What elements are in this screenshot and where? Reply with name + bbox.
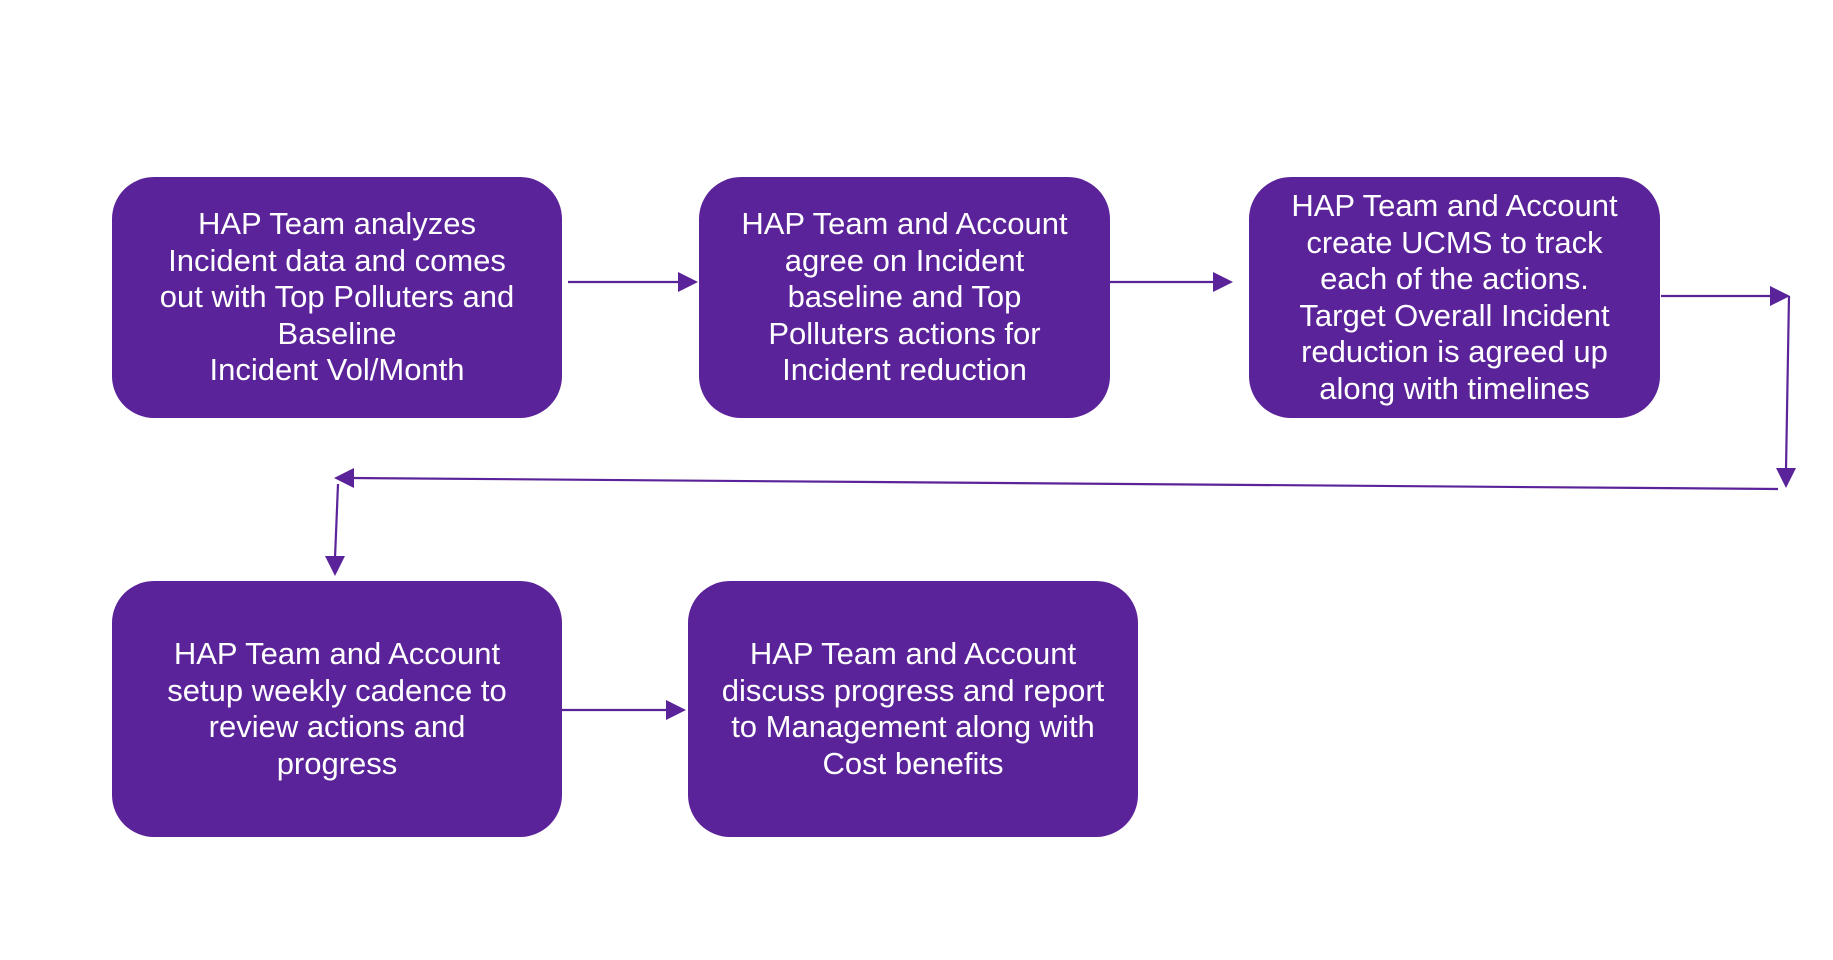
process-step-3: HAP Team and Account create UCMS to trac… — [1249, 177, 1660, 418]
process-step-5: HAP Team and Account discuss progress an… — [688, 581, 1138, 837]
process-step-2-text: HAP Team and Account agree on Incident b… — [741, 206, 1068, 388]
arrow-return-left — [334, 468, 1779, 491]
arrow-left-down-to-step4 — [325, 483, 345, 576]
process-step-4: HAP Team and Account setup weekly cadenc… — [112, 581, 562, 837]
arrow-step2-to-step3 — [1105, 272, 1233, 292]
arrow-step3-to-corner — [1661, 286, 1790, 306]
arrow-step4-to-step5 — [562, 700, 686, 720]
process-step-2: HAP Team and Account agree on Incident b… — [699, 177, 1110, 418]
process-step-5-text: HAP Team and Account discuss progress an… — [721, 636, 1105, 781]
process-step-1-text: HAP Team analyzes Incident data and come… — [159, 206, 515, 388]
process-step-1: HAP Team analyzes Incident data and come… — [112, 177, 562, 418]
arrow-corner-down — [1776, 295, 1796, 488]
process-step-4-text: HAP Team and Account setup weekly cadenc… — [167, 636, 507, 781]
arrow-step1-to-step2 — [568, 272, 698, 292]
process-step-3-text: HAP Team and Account create UCMS to trac… — [1291, 188, 1618, 406]
